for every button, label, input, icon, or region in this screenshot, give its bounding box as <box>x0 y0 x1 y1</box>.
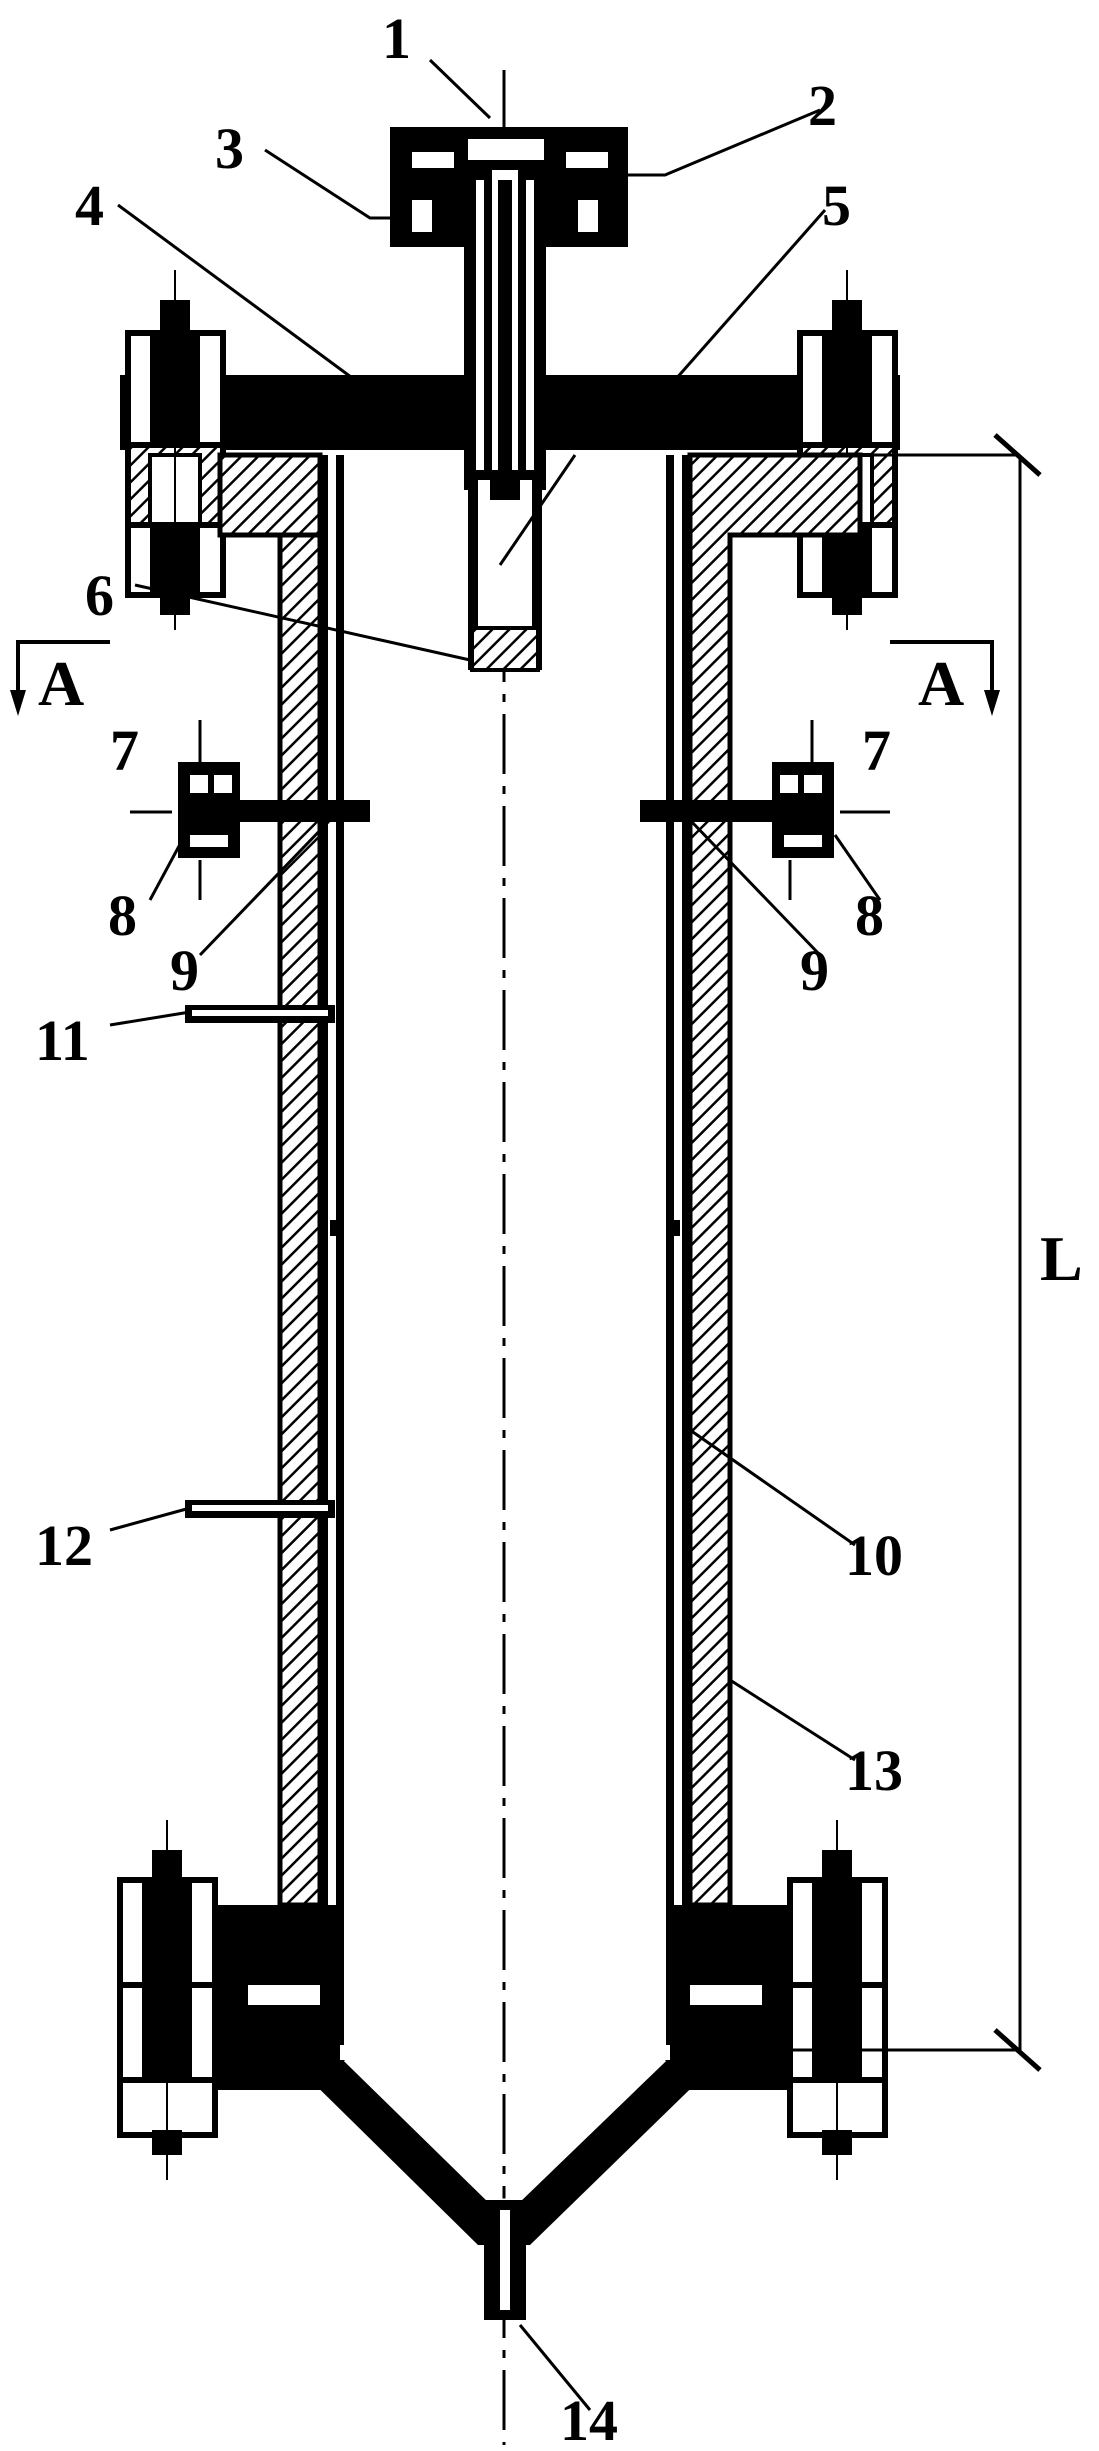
right-insulation-jacket <box>687 452 863 1908</box>
label-13: 13 <box>845 1738 903 1803</box>
top-head-assembly <box>390 127 628 672</box>
section-label-right: A <box>918 648 964 719</box>
left-insulation-jacket <box>217 452 323 1908</box>
label-4: 4 <box>75 173 104 238</box>
label-5: 5 <box>822 173 851 238</box>
label-8-right: 8 <box>855 883 884 948</box>
dimension-label-l: L <box>1040 1223 1083 1294</box>
top-right-bolt <box>797 270 898 630</box>
label-1: 1 <box>382 6 411 71</box>
label-12: 12 <box>35 1513 93 1578</box>
bottom-right-flange <box>670 1820 888 2180</box>
right-inner-wall <box>666 455 674 2045</box>
section-mark-right <box>890 640 1000 716</box>
label-10: 10 <box>845 1523 903 1588</box>
label-9-right: 9 <box>800 938 829 1003</box>
left-inner-wall <box>320 455 328 2045</box>
bottom-left-flange <box>117 1820 340 2180</box>
section-mark-left <box>10 640 110 716</box>
label-9-left: 9 <box>170 938 199 1003</box>
left-side-port <box>130 720 370 900</box>
label-6: 6 <box>85 563 114 628</box>
label-7-right: 7 <box>862 718 891 783</box>
nozzle-tip <box>470 626 540 672</box>
section-label-left: A <box>38 648 84 719</box>
label-3: 3 <box>215 116 244 181</box>
leader-lines <box>109 58 882 2411</box>
right-side-port <box>640 720 890 900</box>
label-8-left: 8 <box>108 883 137 948</box>
top-left-bolt <box>125 270 226 630</box>
label-7-left: 7 <box>110 718 139 783</box>
label-11: 11 <box>35 1008 90 1073</box>
label-2: 2 <box>808 73 837 138</box>
label-14: 14 <box>560 2388 618 2451</box>
dimension-l <box>720 433 1042 2072</box>
